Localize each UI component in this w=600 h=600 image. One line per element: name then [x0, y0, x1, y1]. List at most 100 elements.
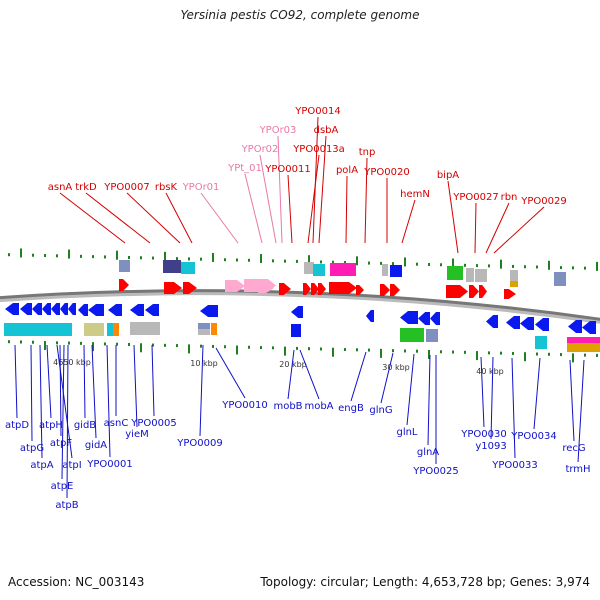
gene-feature-box — [510, 270, 518, 282]
bottom-gene-label: atpD — [5, 420, 29, 431]
upper-ruler-tick — [572, 266, 574, 270]
upper-ruler-tick — [56, 254, 58, 258]
upper-ruler-tick — [176, 257, 178, 261]
gene-label-leader — [299, 349, 320, 400]
lower-ruler-tick — [296, 346, 298, 350]
gene-feature-box — [554, 272, 566, 286]
top-gene-label: rbsK — [155, 182, 178, 193]
forward-gene-arrow — [380, 284, 390, 296]
reverse-gene-arrow — [60, 303, 68, 315]
scale-label: 40 kbp — [476, 367, 504, 376]
forward-gene-arrow — [469, 285, 479, 298]
top-gene-label: polA — [336, 165, 358, 176]
upper-ruler-tick — [284, 259, 286, 263]
gene-label-leader — [345, 175, 348, 244]
lower-ruler-tick — [116, 342, 118, 346]
bottom-gene-label: YPO0010 — [221, 400, 267, 411]
bottom-gene-label: gidB — [74, 420, 96, 431]
gene-feature-box — [181, 262, 195, 274]
gene-label-leader — [66, 344, 69, 499]
reverse-gene-arrow — [506, 316, 520, 329]
lower-ruler-tick — [524, 352, 526, 362]
reverse-gene-arrow — [520, 317, 534, 330]
bottom-gene-label: atpA — [30, 460, 53, 471]
top-gene-label: YPO0029 — [520, 196, 566, 207]
lower-ruler-tick — [536, 352, 538, 356]
lower-ruler-tick — [284, 346, 286, 356]
bottom-gene-label: atpF — [50, 438, 72, 449]
gene-feature-box — [119, 260, 130, 272]
upper-ruler-tick — [212, 252, 214, 262]
backbone-shadow — [0, 290, 600, 324]
reverse-gene-arrow — [42, 303, 51, 315]
upper-ruler-tick — [344, 261, 346, 265]
gene-label-leader — [30, 344, 33, 442]
bottom-gene-label: atpG — [20, 443, 44, 454]
upper-ruler-tick — [404, 257, 406, 267]
forward-gene-arrow — [446, 285, 468, 298]
bottom-gene-label: YPO0025 — [412, 466, 458, 477]
gene-feature-box — [4, 323, 72, 336]
lower-ruler-tick — [560, 353, 562, 357]
reverse-gene-arrow — [430, 312, 440, 325]
accession-label: Accession: NC_003143 — [8, 575, 145, 589]
gene-label-leader — [380, 352, 394, 404]
upper-ruler-tick — [116, 250, 118, 260]
reverse-gene-arrow — [418, 312, 430, 325]
gene-label-leader — [165, 192, 193, 244]
upper-ruler-tick — [320, 260, 322, 264]
reverse-gene-arrow — [20, 303, 32, 315]
genome-backbone — [0, 289, 600, 324]
gene-feature-box — [211, 323, 217, 335]
upper-ruler-tick — [512, 264, 514, 268]
gene-label-leader — [126, 192, 181, 244]
gene-label-leader — [200, 192, 239, 244]
forward-gene-arrow — [329, 282, 357, 294]
forward-gene-arrow — [303, 283, 311, 295]
gene-feature-box — [400, 328, 424, 342]
forward-gene-arrow — [504, 289, 516, 299]
lower-ruler-tick — [236, 345, 238, 355]
reverse-gene-arrow — [400, 311, 418, 324]
upper-ruler-tick — [8, 253, 10, 257]
lower-ruler-tick — [140, 343, 142, 353]
forward-gene-arrow — [390, 284, 400, 296]
top-gene-label: tnp — [359, 147, 376, 158]
bottom-gene-label: glnL — [396, 427, 417, 438]
lower-ruler-tick — [500, 351, 502, 355]
bottom-gene-label: YPO0001 — [86, 459, 132, 470]
upper-ruler-tick — [584, 266, 586, 270]
gene-label-leader — [259, 154, 277, 244]
gene-label-leader — [493, 206, 545, 254]
gene-feature-box — [567, 343, 600, 352]
reverse-gene-arrow — [535, 318, 549, 331]
top-gene-label: YPt_01 — [227, 163, 262, 174]
lower-ruler-tick — [176, 344, 178, 348]
forward-gene-arrow — [318, 283, 326, 295]
upper-ruler-tick — [524, 265, 526, 269]
gene-label-leader — [61, 344, 65, 480]
lower-ruler-tick — [548, 352, 550, 356]
lower-ruler-tick — [452, 350, 454, 354]
upper-ruler-tick — [428, 262, 430, 266]
gene-label-leader — [199, 344, 204, 437]
gene-label-leader — [480, 356, 485, 428]
gene-feature-box — [390, 265, 402, 277]
forward-gene-arrow — [183, 282, 197, 294]
upper-ruler-tick — [92, 255, 94, 259]
lower-ruler-tick — [380, 348, 382, 358]
forward-gene-arrow — [164, 282, 182, 294]
upper-ruler-tick — [332, 260, 334, 264]
upper-ruler-tick — [200, 257, 202, 261]
lower-ruler-tick — [428, 349, 430, 359]
reverse-gene-arrow — [486, 315, 498, 328]
upper-ruler-tick — [560, 266, 562, 270]
upper-ruler-tick — [596, 261, 598, 271]
upper-ruler-tick — [392, 262, 394, 266]
gene-feature-box — [447, 266, 463, 280]
top-gene-label: YPOr01 — [182, 182, 220, 193]
gene-label-leader — [427, 354, 431, 446]
lower-ruler-tick — [104, 342, 106, 346]
